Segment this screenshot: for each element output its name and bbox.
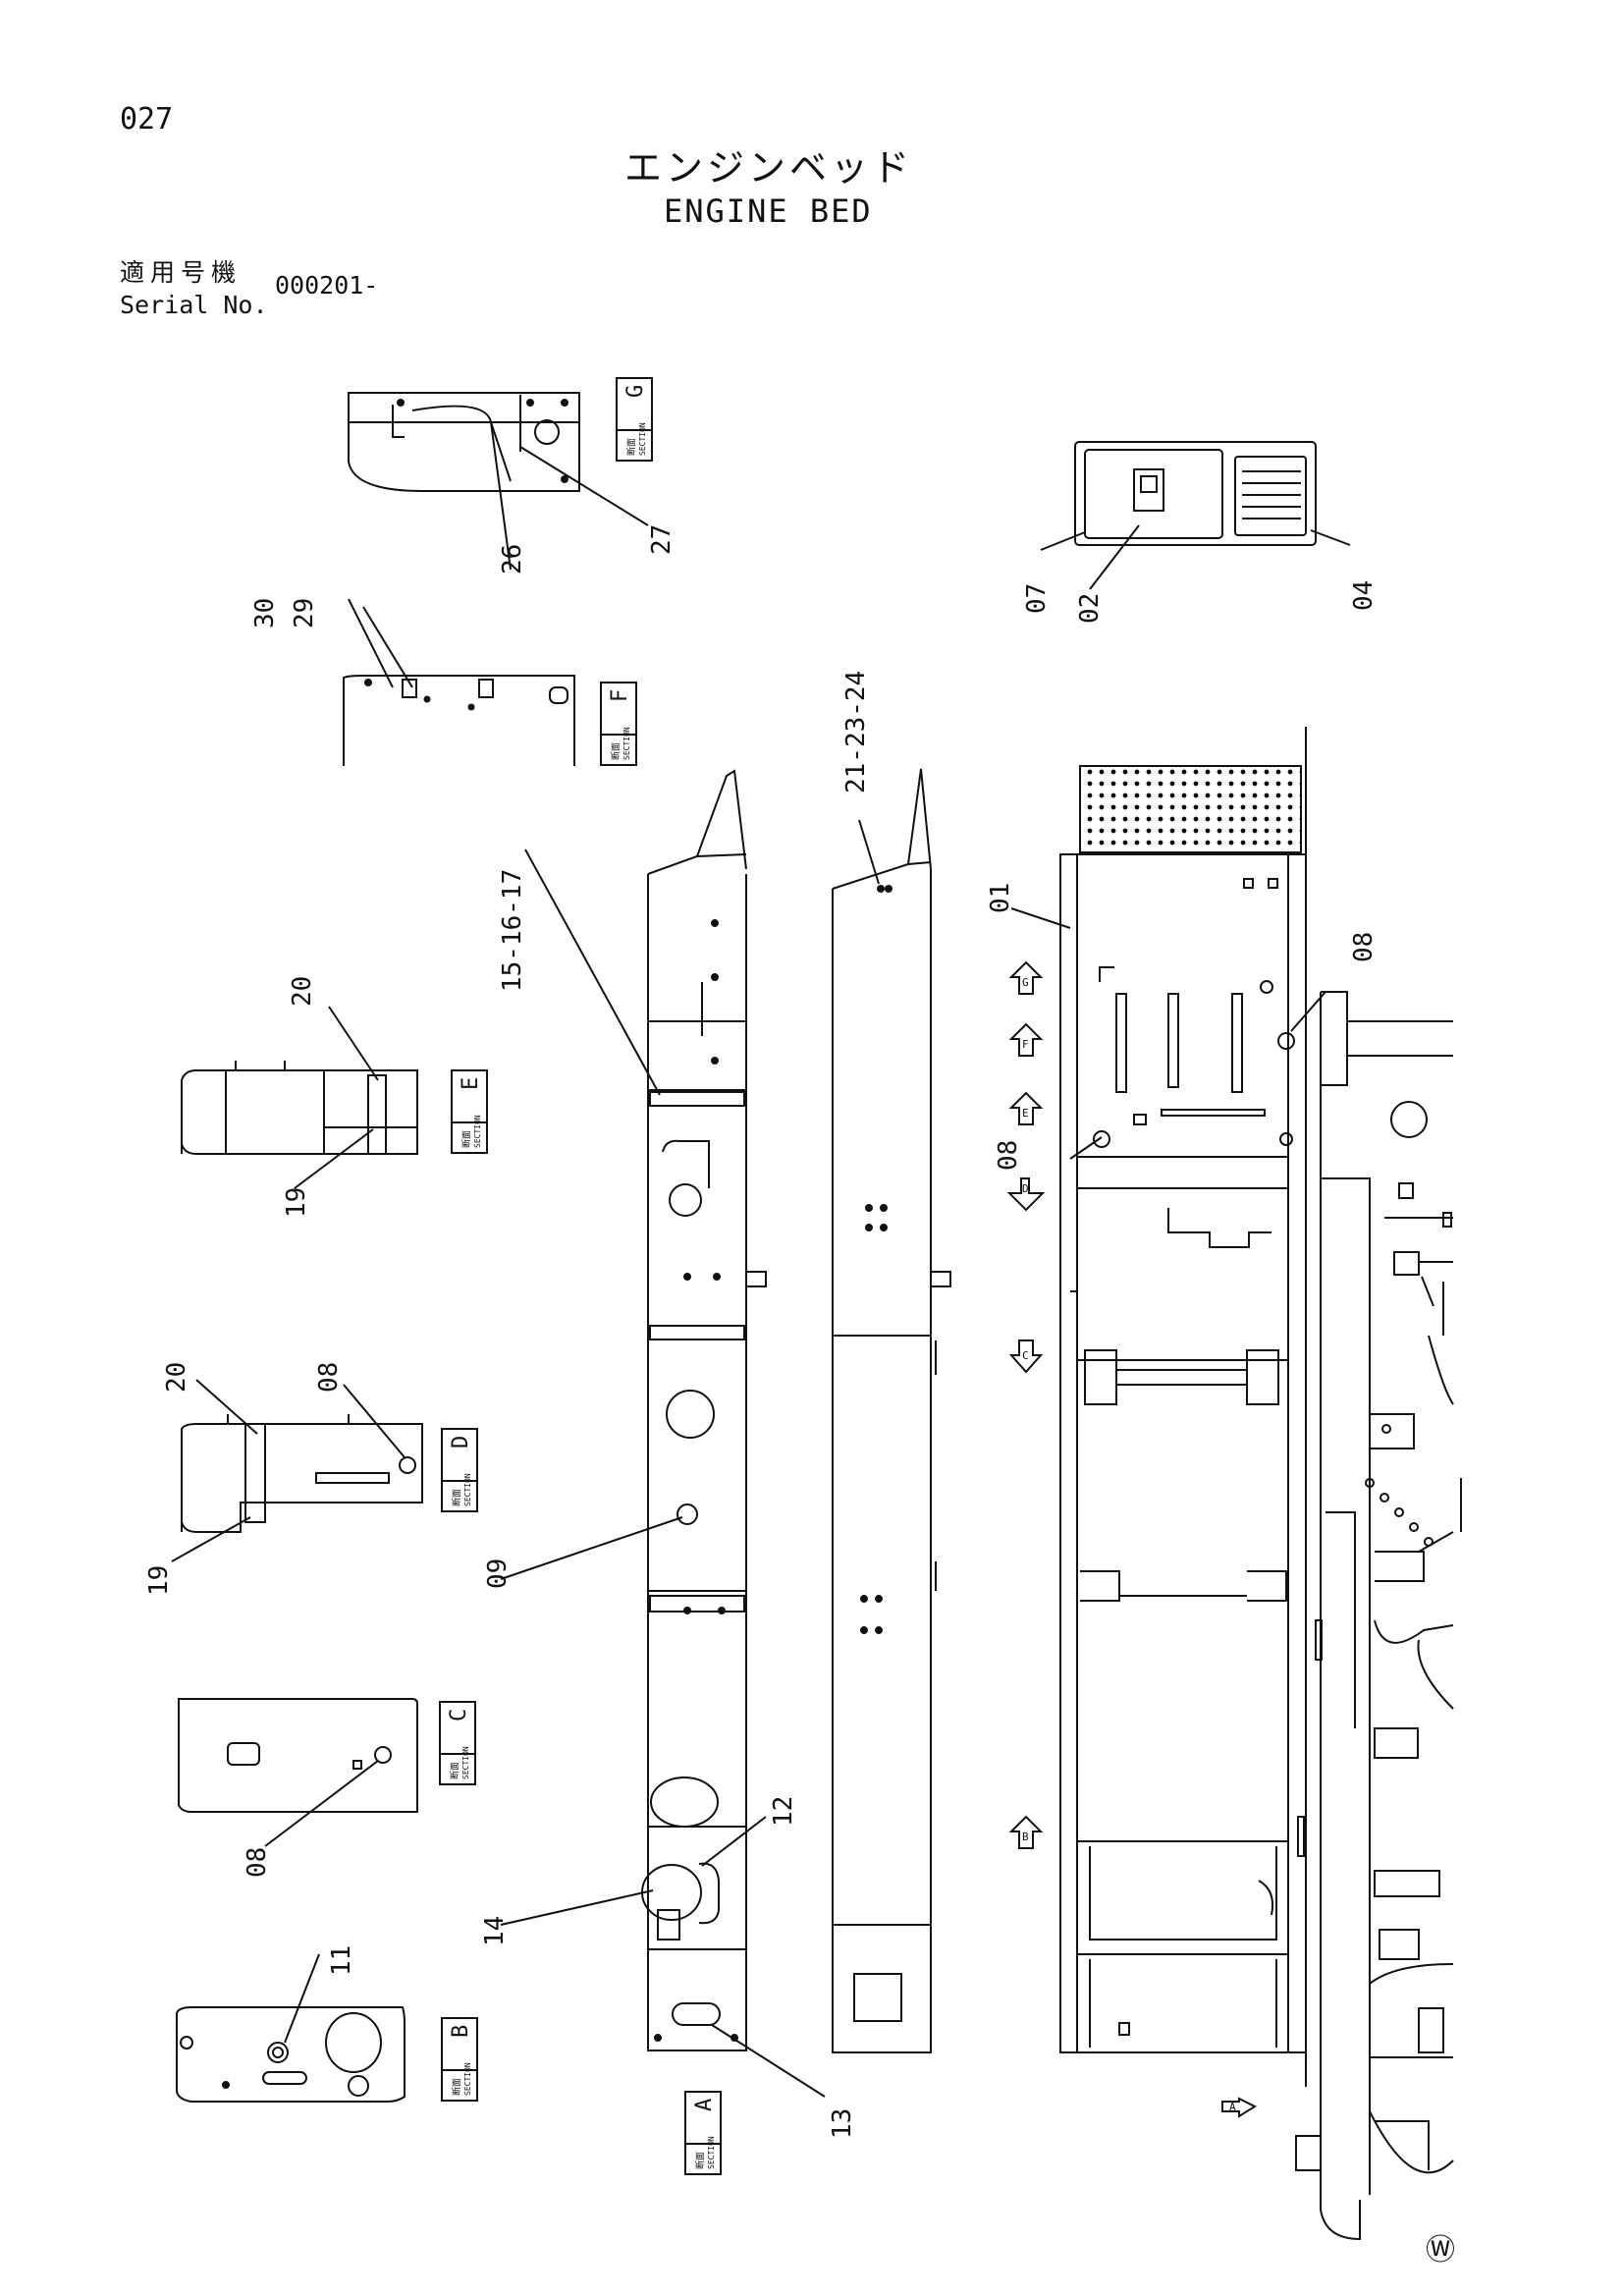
view-arrow-b-letter: B xyxy=(1022,1831,1029,1843)
title-english: ENGINE BED xyxy=(664,192,873,230)
section-tag-g xyxy=(616,377,653,462)
section-tag-a-letter: A xyxy=(692,2099,717,2111)
callout-21-23-24: 21-23-24 xyxy=(841,671,871,793)
section-tag-d-letter: D xyxy=(449,1436,473,1449)
section-f-view xyxy=(343,598,575,766)
callout-01: 01 xyxy=(986,883,1015,913)
callout-04: 04 xyxy=(1349,580,1379,611)
section-d-view xyxy=(171,1379,423,1562)
serial-label-japanese: 適用号機 xyxy=(120,258,243,287)
section-tag-e-label: SECTION xyxy=(473,1115,482,1148)
section-e-view xyxy=(181,1006,418,1189)
callout-19-e: 19 xyxy=(282,1187,311,1218)
view-arrow-letters: G F E D C B A xyxy=(1022,976,1236,2113)
callout-20-d: 20 xyxy=(162,1362,191,1393)
section-c-view xyxy=(178,1698,418,1847)
detail-cover-view xyxy=(1040,441,1351,590)
view-arrow-b xyxy=(1008,1815,1044,1849)
section-tag-f-kanji: 断面 xyxy=(610,742,622,760)
view-arrow-d-letter: D xyxy=(1022,1182,1029,1195)
callout-29: 29 xyxy=(290,598,319,629)
section-g-view xyxy=(348,392,649,571)
view-arrow-f-letter: F xyxy=(1022,1038,1029,1051)
view-arrow-g-letter: G xyxy=(1022,976,1029,989)
callout-27: 27 xyxy=(647,524,676,555)
callout-26: 26 xyxy=(498,544,527,574)
serial-label-english: Serial No. xyxy=(120,291,268,319)
section-tag-e-letter: E xyxy=(459,1077,483,1090)
section-tag-b xyxy=(441,2017,478,2102)
callout-13: 13 xyxy=(828,2108,857,2139)
callout-numbers: 26 27 30 29 20 19 20 08 19 08 11 15-16-1… xyxy=(144,524,1379,2139)
view-arrow-d xyxy=(1006,1177,1046,1212)
section-tag-d xyxy=(441,1428,478,1512)
corner-mark: Ⓦ xyxy=(1426,2233,1455,2268)
view-arrow-g xyxy=(1008,960,1044,995)
callout-14: 14 xyxy=(480,1916,510,1946)
callout-15-16-17: 15-16-17 xyxy=(498,869,527,992)
section-tag-d-kanji: 断面 xyxy=(451,1489,462,1506)
section-tag-b-letter: B xyxy=(449,2025,473,2038)
section-tag-a xyxy=(684,2091,722,2175)
section-tag-g-label: SECTION xyxy=(638,422,647,456)
section-b-view xyxy=(176,1953,406,2103)
section-a-side-frame xyxy=(500,769,826,2098)
callout-02: 02 xyxy=(1075,593,1105,624)
section-tag-c-kanji: 断面 xyxy=(449,1762,460,1779)
callout-11: 11 xyxy=(327,1945,356,1976)
title-japanese: エンジンベッド xyxy=(624,146,914,190)
section-tag-e-kanji: 断面 xyxy=(460,1130,472,1148)
section-tag-a-kanji: 断面 xyxy=(694,2152,706,2169)
view-arrow-e-letter: E xyxy=(1022,1107,1029,1120)
section-tag-g-kanji: 断面 xyxy=(625,438,637,456)
callout-07: 07 xyxy=(1022,583,1052,614)
section-tag-c xyxy=(439,1701,476,1785)
serial-number-value: 000201- xyxy=(275,271,379,300)
top-view-frame xyxy=(1010,765,1326,2053)
section-tag-d-label: SECTION xyxy=(463,1473,472,1506)
callout-30: 30 xyxy=(250,598,280,629)
section-tag-e xyxy=(451,1069,488,1154)
callout-19-d: 19 xyxy=(144,1565,174,1596)
section-tag-f xyxy=(600,682,637,766)
section-tag-c-letter: C xyxy=(447,1709,471,1722)
view-arrow-c-letter: C xyxy=(1022,1349,1029,1362)
section-tag-g-letter: G xyxy=(623,385,648,398)
section-tag-b-label: SECTION xyxy=(463,2062,472,2096)
view-arrow-a xyxy=(1221,2097,1258,2118)
view-arrow-e xyxy=(1008,1091,1044,1125)
section-tag-f-label: SECTION xyxy=(622,727,631,760)
center-frame-strip xyxy=(832,768,951,2053)
section-tag-f-letter: F xyxy=(608,689,632,702)
view-arrow-f xyxy=(1008,1022,1044,1057)
callout-12: 12 xyxy=(769,1796,798,1827)
view-arrow-c xyxy=(1008,1339,1044,1374)
callout-08-c: 08 xyxy=(243,1847,272,1878)
callout-08-top: 08 xyxy=(1349,932,1379,962)
callout-09: 09 xyxy=(483,1558,513,1589)
callout-08-d: 08 xyxy=(314,1362,344,1393)
section-tag-a-label: SECTION xyxy=(707,2136,716,2169)
view-arrow-a-letter: A xyxy=(1229,2101,1236,2113)
callout-20-e: 20 xyxy=(288,976,317,1007)
section-tag-b-kanji: 断面 xyxy=(451,2078,462,2096)
section-tag-c-label: SECTION xyxy=(461,1746,470,1779)
callout-08-mid: 08 xyxy=(994,1140,1023,1171)
page-number: 027 xyxy=(120,102,174,137)
section-tag-labels: G SECTION 断面 F SECTION 断面 E SECTION 断面 D… xyxy=(447,385,717,2169)
chassis-outline xyxy=(1295,727,1462,2241)
